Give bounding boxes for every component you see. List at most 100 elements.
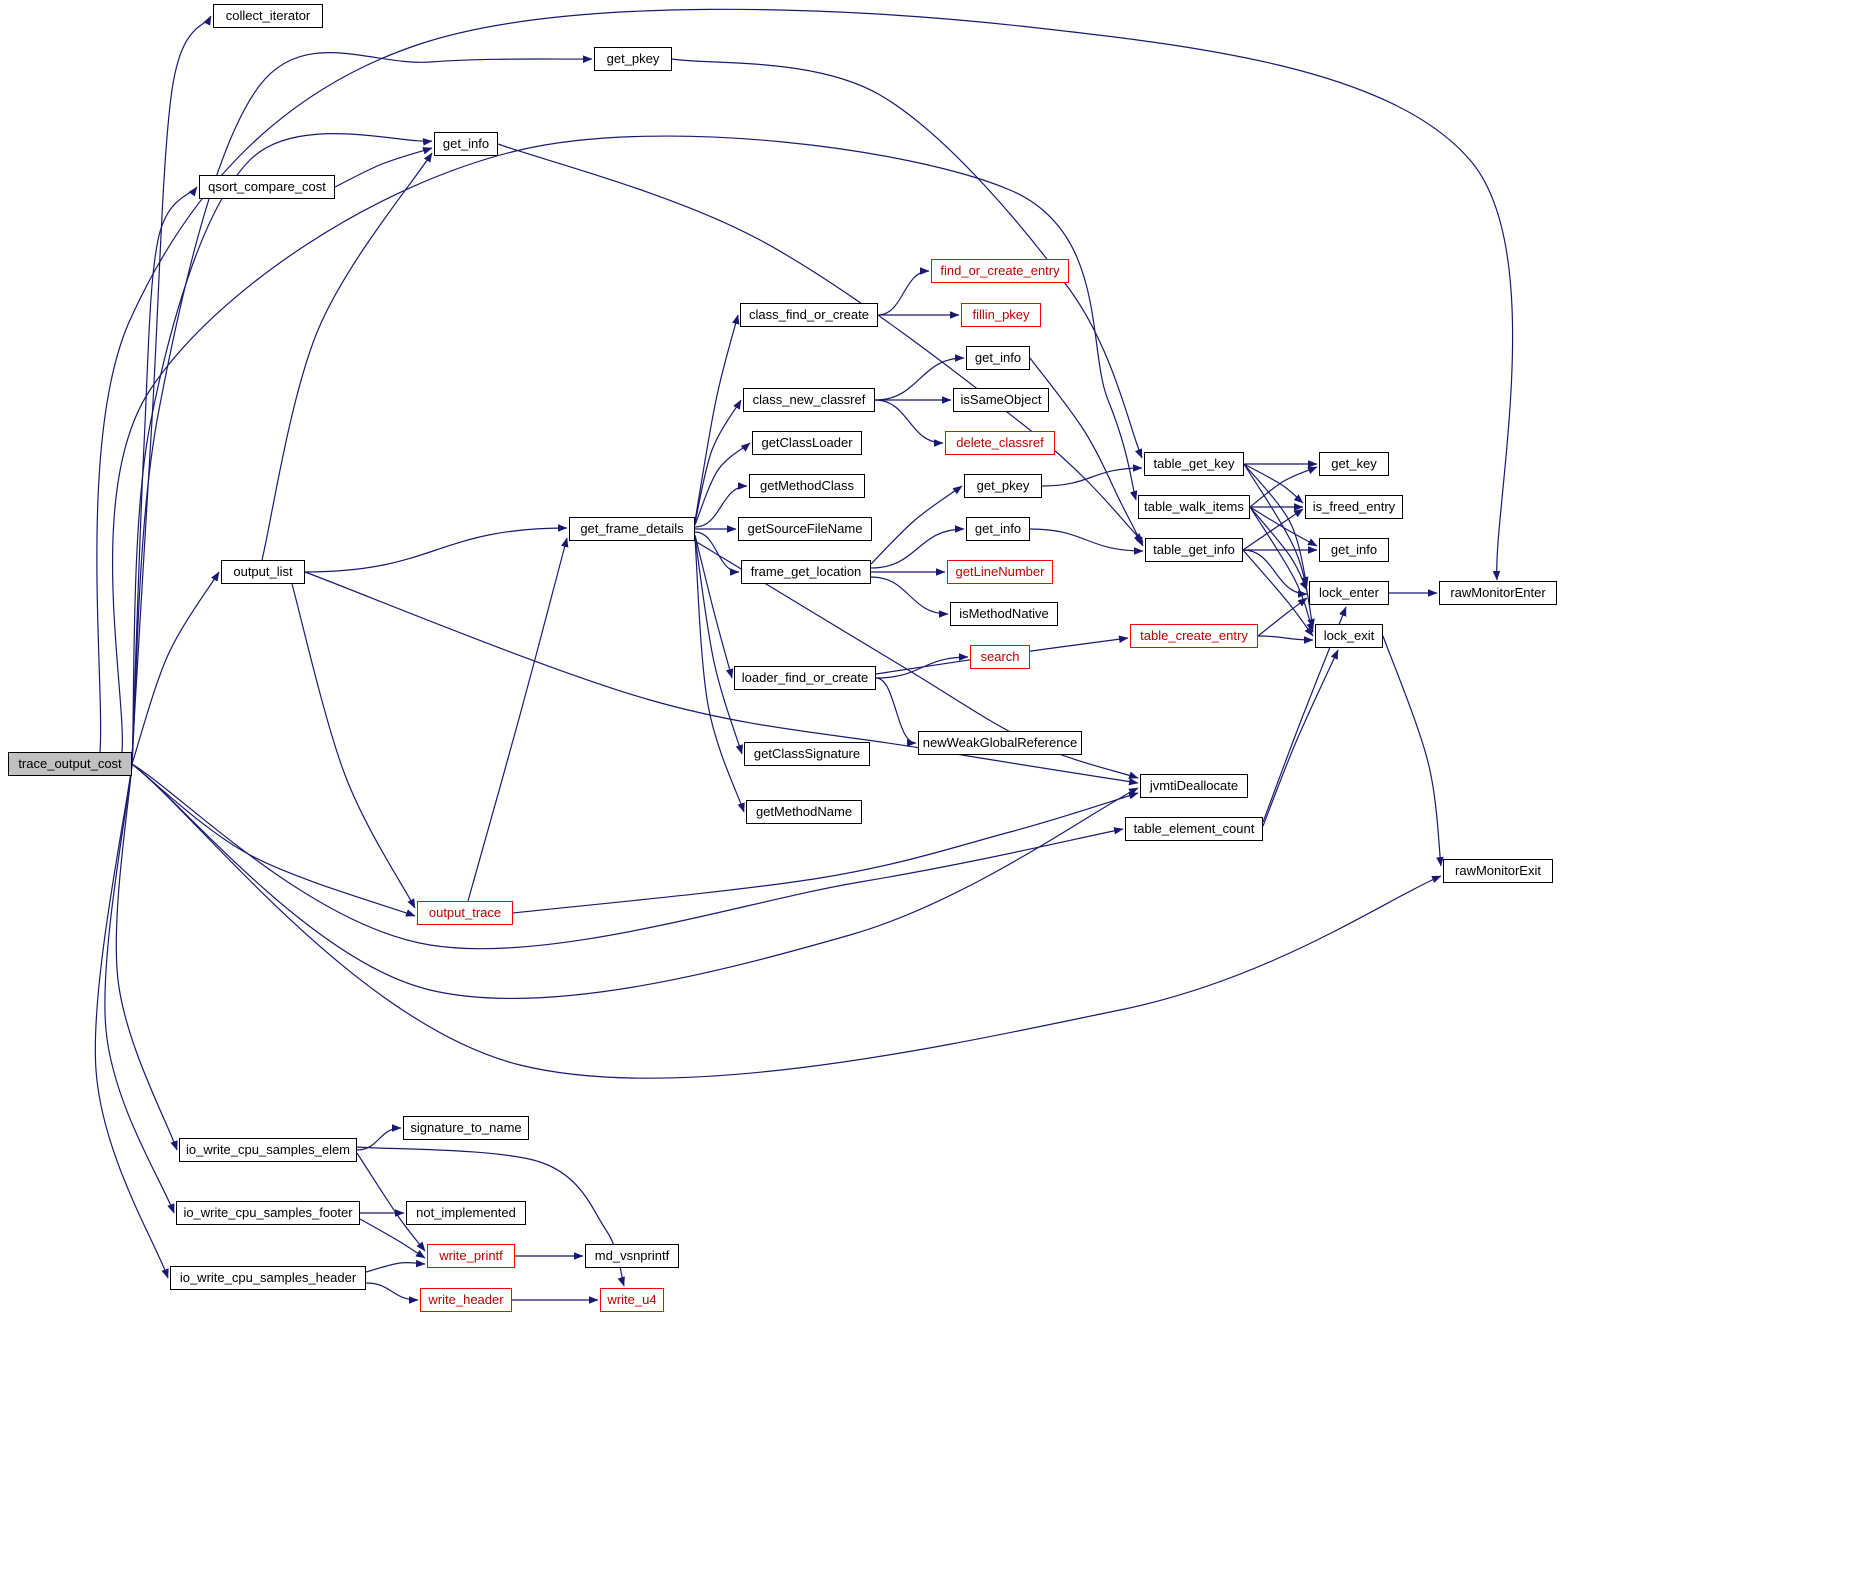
edge-table_get_key-is_freed_entry — [1243, 463, 1304, 504]
node-get_info4[interactable]: get_info — [1319, 538, 1389, 562]
node-collect_iterator[interactable]: collect_iterator — [213, 4, 323, 28]
edge-get_pkey2-table_get_key — [1041, 464, 1143, 487]
node-io_write_cpu_samples_elem[interactable]: io_write_cpu_samples_elem — [179, 1138, 357, 1162]
node-md_vsnprintf[interactable]: md_vsnprintf — [585, 1244, 679, 1268]
edge-table_walk_items-get_info4 — [1249, 506, 1318, 547]
node-rawMonitorExit[interactable]: rawMonitorExit — [1443, 859, 1553, 883]
edge-io_write_cpu_samples_header-write_printf — [365, 1259, 426, 1273]
edge-lock_exit-rawMonitorExit — [1382, 635, 1444, 867]
edge-output_trace-jvmtiDeallocate — [512, 791, 1139, 914]
node-find_or_create_entry[interactable]: find_or_create_entry — [931, 259, 1069, 283]
edge-output_list-get_frame_details — [304, 524, 568, 573]
edge-get_frame_details-getMethodName — [694, 538, 745, 813]
edge-trace_output_cost-io_write_cpu_samples_footer — [104, 763, 175, 1214]
edge-trace_output_cost-jvmtiDeallocate — [131, 763, 1139, 1000]
node-get_info3[interactable]: get_info — [966, 517, 1030, 541]
edge-trace_output_cost-get_info — [131, 133, 433, 765]
node-table_create_entry[interactable]: table_create_entry — [1130, 624, 1258, 648]
edge-table_walk_items-lock_enter — [1249, 506, 1308, 591]
edge-class_new_classref-get_info2 — [874, 354, 965, 401]
node-get_info[interactable]: get_info — [434, 132, 498, 156]
edge-get_info3-table_get_info — [1029, 528, 1144, 555]
node-fillin_pkey[interactable]: fillin_pkey — [961, 303, 1041, 327]
edge-get_info2-table_get_info — [1029, 357, 1144, 547]
edge-get_frame_details-getClassSignature — [694, 536, 744, 755]
edge-get_pkey-table_get_key — [671, 58, 1143, 459]
node-lock_exit[interactable]: lock_exit — [1315, 624, 1383, 648]
node-getClassLoader[interactable]: getClassLoader — [752, 431, 862, 455]
edge-table_create_entry-lock_enter — [1257, 597, 1308, 637]
edge-output_list-get_info — [261, 152, 433, 561]
node-class_find_or_create[interactable]: class_find_or_create — [740, 303, 878, 327]
edge-get_frame_details-jvmtiDeallocate — [694, 540, 1139, 779]
node-signature_to_name[interactable]: signature_to_name — [403, 1116, 529, 1140]
node-write_u4[interactable]: write_u4 — [600, 1288, 664, 1312]
edge-trace_output_cost-output_trace — [131, 763, 416, 917]
node-get_pkey2[interactable]: get_pkey — [964, 474, 1042, 498]
edge-trace_output_cost-table_element_count — [131, 763, 1124, 950]
edge-get_frame_details-class_new_classref — [694, 399, 742, 524]
edge-table_get_info-is_freed_entry — [1242, 508, 1304, 551]
edge-get_frame_details-loader_find_or_create — [694, 534, 734, 679]
node-get_frame_details[interactable]: get_frame_details — [569, 517, 695, 541]
edge-table_walk_items-get_key — [1249, 466, 1318, 508]
node-is_freed_entry[interactable]: is_freed_entry — [1305, 495, 1403, 519]
edge-class_find_or_create-find_or_create_entry — [877, 267, 930, 316]
edge-trace_output_cost-io_write_cpu_samples_elem — [115, 763, 178, 1151]
edge-loader_find_or_create-newWeakGlobalReference — [875, 677, 917, 747]
node-trace_output_cost: trace_output_cost — [8, 752, 132, 776]
node-loader_find_or_create[interactable]: loader_find_or_create — [734, 666, 876, 690]
node-not_implemented[interactable]: not_implemented — [406, 1201, 526, 1225]
node-newWeakGlobalReference[interactable]: newWeakGlobalReference — [918, 731, 1082, 755]
node-lock_enter[interactable]: lock_enter — [1309, 581, 1389, 605]
node-get_info2[interactable]: get_info — [966, 346, 1030, 370]
edge-io_write_cpu_samples_header-write_header — [365, 1282, 419, 1304]
node-getSourceFileName[interactable]: getSourceFileName — [738, 517, 872, 541]
edge-trace_output_cost-rawMonitorExit — [131, 763, 1442, 1079]
edge-get_frame_details-getMethodClass — [694, 482, 748, 528]
edge-table_get_info-lock_enter — [1242, 549, 1308, 598]
edge-frame_get_location-get_pkey2 — [870, 485, 963, 565]
edge-output_trace-get_frame_details — [467, 537, 569, 902]
edge-io_write_cpu_samples_footer-write_printf — [359, 1218, 426, 1259]
edge-get_frame_details-getClassLoader — [694, 442, 751, 526]
edge-trace_output_cost-collect_iterator — [131, 15, 212, 758]
edge-table_get_key-lock_enter — [1243, 463, 1309, 587]
node-get_key[interactable]: get_key — [1319, 452, 1389, 476]
node-io_write_cpu_samples_header[interactable]: io_write_cpu_samples_header — [170, 1266, 366, 1290]
edge-trace_output_cost-rawMonitorEnter — [96, 8, 1514, 753]
node-isSameObject[interactable]: isSameObject — [953, 388, 1049, 412]
node-table_walk_items[interactable]: table_walk_items — [1138, 495, 1250, 519]
node-output_list[interactable]: output_list — [221, 560, 305, 584]
edge-output_list-output_trace — [291, 583, 416, 909]
node-table_get_info[interactable]: table_get_info — [1145, 538, 1243, 562]
node-getMethodName[interactable]: getMethodName — [746, 800, 862, 824]
edge-table_element_count-lock_exit — [1262, 649, 1339, 827]
node-table_get_key[interactable]: table_get_key — [1144, 452, 1244, 476]
edge-table_get_info-lock_exit — [1242, 549, 1314, 637]
node-write_header[interactable]: write_header — [420, 1288, 512, 1312]
node-isMethodNative[interactable]: isMethodNative — [950, 602, 1058, 626]
edge-trace_output_cost-table_walk_items — [111, 135, 1138, 753]
node-write_printf[interactable]: write_printf — [427, 1244, 515, 1268]
node-jvmtiDeallocate[interactable]: jvmtiDeallocate — [1140, 774, 1248, 798]
node-output_trace[interactable]: output_trace — [417, 901, 513, 925]
edge-get_frame_details-frame_get_location — [694, 531, 740, 576]
node-delete_classref[interactable]: delete_classref — [945, 431, 1055, 455]
node-frame_get_location[interactable]: frame_get_location — [741, 560, 871, 584]
node-qsort_compare_cost[interactable]: qsort_compare_cost — [199, 175, 335, 199]
node-getClassSignature[interactable]: getClassSignature — [744, 742, 870, 766]
node-io_write_cpu_samples_footer[interactable]: io_write_cpu_samples_footer — [176, 1201, 360, 1225]
node-getMethodClass[interactable]: getMethodClass — [749, 474, 865, 498]
edge-get_frame_details-class_find_or_create — [694, 314, 740, 522]
node-getLineNumber[interactable]: getLineNumber — [947, 560, 1053, 584]
node-class_new_classref[interactable]: class_new_classref — [743, 388, 875, 412]
node-table_element_count[interactable]: table_element_count — [1125, 817, 1263, 841]
edge-table_get_key-lock_exit — [1243, 463, 1315, 629]
edge-frame_get_location-get_info3 — [870, 525, 965, 569]
node-get_pkey[interactable]: get_pkey — [594, 47, 672, 71]
node-rawMonitorEnter[interactable]: rawMonitorEnter — [1439, 581, 1557, 605]
node-search[interactable]: search — [970, 645, 1030, 669]
